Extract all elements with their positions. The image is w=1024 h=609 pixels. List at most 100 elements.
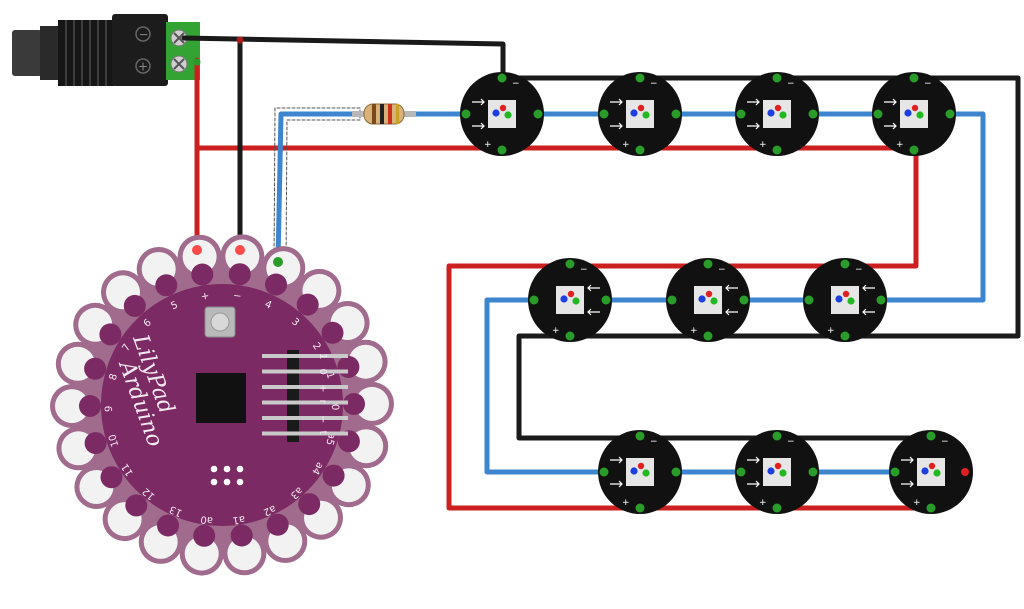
led-data-in-pad xyxy=(599,109,609,119)
ftdi-header: 10+r−t xyxy=(262,350,348,442)
led-direction-arrow xyxy=(901,456,914,464)
led-direction-arrow xyxy=(587,308,600,316)
board-pin-minus-connection xyxy=(235,245,245,255)
lilypad-pad-inner xyxy=(79,395,101,417)
pin-label: 8 xyxy=(108,373,120,382)
led-plus-sign: + xyxy=(484,140,492,150)
led-ground-pad xyxy=(772,431,782,441)
led-chip xyxy=(626,458,654,486)
led-data-out-pad xyxy=(945,109,955,119)
pin-label: 1 xyxy=(324,371,336,380)
led-power-pad xyxy=(565,331,575,341)
icsp-pads xyxy=(210,465,244,486)
led-data-out-pad xyxy=(533,109,543,119)
lilypad-sew-pad[interactable] xyxy=(355,386,389,421)
pin-label: 0 xyxy=(329,404,340,410)
header-pin xyxy=(262,416,348,420)
terminal-plus-sign: + xyxy=(138,60,148,74)
header-pin xyxy=(262,385,348,389)
led-direction-arrow xyxy=(884,122,897,130)
board-pin-plus-connection xyxy=(192,245,202,255)
wire-end-markers xyxy=(192,36,283,267)
led-red-die xyxy=(842,290,850,298)
led-pixel: −+ xyxy=(528,258,612,342)
led-ground-pad xyxy=(772,73,782,83)
reset-button-cap[interactable] xyxy=(210,312,230,332)
lilypad-pad-inner xyxy=(265,273,287,296)
led-chip xyxy=(763,100,791,128)
pin-label: 2 xyxy=(310,341,323,352)
lilypad-sew-pad[interactable] xyxy=(55,389,89,424)
led-minus-sign: − xyxy=(924,79,932,89)
pin-label: a2 xyxy=(261,502,277,517)
pin-label: 4 xyxy=(263,299,273,312)
led-chip xyxy=(626,100,654,128)
lilypad-sew-pad[interactable] xyxy=(184,536,219,571)
led-plus-sign: + xyxy=(827,326,835,336)
led-green-die xyxy=(642,469,650,477)
led-green-die xyxy=(779,469,787,477)
led-blue-die xyxy=(835,295,843,303)
led-direction-arrow xyxy=(862,284,875,292)
led-red-die xyxy=(637,462,645,470)
led-power-pad xyxy=(909,145,919,155)
led-power-pad xyxy=(703,331,713,341)
jack-red-connection xyxy=(193,58,201,66)
led-blue-die xyxy=(921,467,929,475)
led-data-in-pad xyxy=(736,467,746,477)
led-direction-arrow xyxy=(610,98,623,106)
board-pin-4-connection xyxy=(273,257,283,267)
resistor xyxy=(352,103,416,125)
led-ground-pad xyxy=(635,73,645,83)
lilypad-pad-inner xyxy=(100,466,123,489)
lilypad-pad-inner xyxy=(337,355,360,378)
led-minus-sign: − xyxy=(941,437,949,447)
led-plus-sign: + xyxy=(759,140,767,150)
led-red-die xyxy=(928,462,936,470)
led-ground-pad xyxy=(840,259,850,269)
led-strip: −+−+−+−+−+−+−+−+−+−+ xyxy=(460,72,973,514)
pin-label: 5 xyxy=(169,300,179,313)
led-green-die xyxy=(847,297,855,305)
led-green-die xyxy=(916,111,924,119)
lilypad-pad-inner xyxy=(322,464,345,487)
led-direction-arrow xyxy=(901,480,914,488)
led-minus-sign: − xyxy=(787,437,795,447)
led-red-die xyxy=(637,104,645,112)
led-pixel: −+ xyxy=(803,258,887,342)
led-power-pad xyxy=(840,331,850,341)
led-minus-sign: − xyxy=(787,79,795,89)
led-blue-die xyxy=(630,467,638,475)
lilypad-pad-inner xyxy=(155,274,178,297)
led-data-in-pad xyxy=(890,467,900,477)
header-pin xyxy=(262,354,348,358)
led-plus-sign: + xyxy=(896,140,904,150)
jack-sleeve xyxy=(58,20,114,86)
led-pixel: −+ xyxy=(872,72,956,156)
led-data-in-pad xyxy=(804,295,814,305)
led-power-pad xyxy=(635,503,645,513)
led-pixel: −+ xyxy=(735,430,819,514)
lilypad-sew-pad[interactable] xyxy=(225,239,260,274)
led-pixel: −+ xyxy=(598,72,682,156)
header-pin xyxy=(262,400,348,405)
lilypad-pad-inner xyxy=(191,263,214,286)
led-chip xyxy=(763,458,791,486)
led-green-die xyxy=(710,297,718,305)
terminal-minus-sign: − xyxy=(139,28,149,42)
dc-power-jack: − + xyxy=(12,14,200,86)
header-pin-label: r xyxy=(317,400,328,405)
led-data-in-pad xyxy=(667,295,677,305)
led-direction-arrow xyxy=(747,456,760,464)
lilypad-pad-inner xyxy=(343,393,365,415)
led-blue-die xyxy=(492,109,500,117)
led-data-in-pad xyxy=(529,295,539,305)
led-chip xyxy=(694,286,722,314)
led-red-die xyxy=(705,290,713,298)
pin-label: − xyxy=(232,291,242,303)
led-pixel: −+ xyxy=(889,430,973,514)
led-red-die xyxy=(567,290,575,298)
led-minus-sign: − xyxy=(580,265,588,275)
lilypad-pad-inner xyxy=(193,524,216,547)
led-power-pad xyxy=(772,503,782,513)
